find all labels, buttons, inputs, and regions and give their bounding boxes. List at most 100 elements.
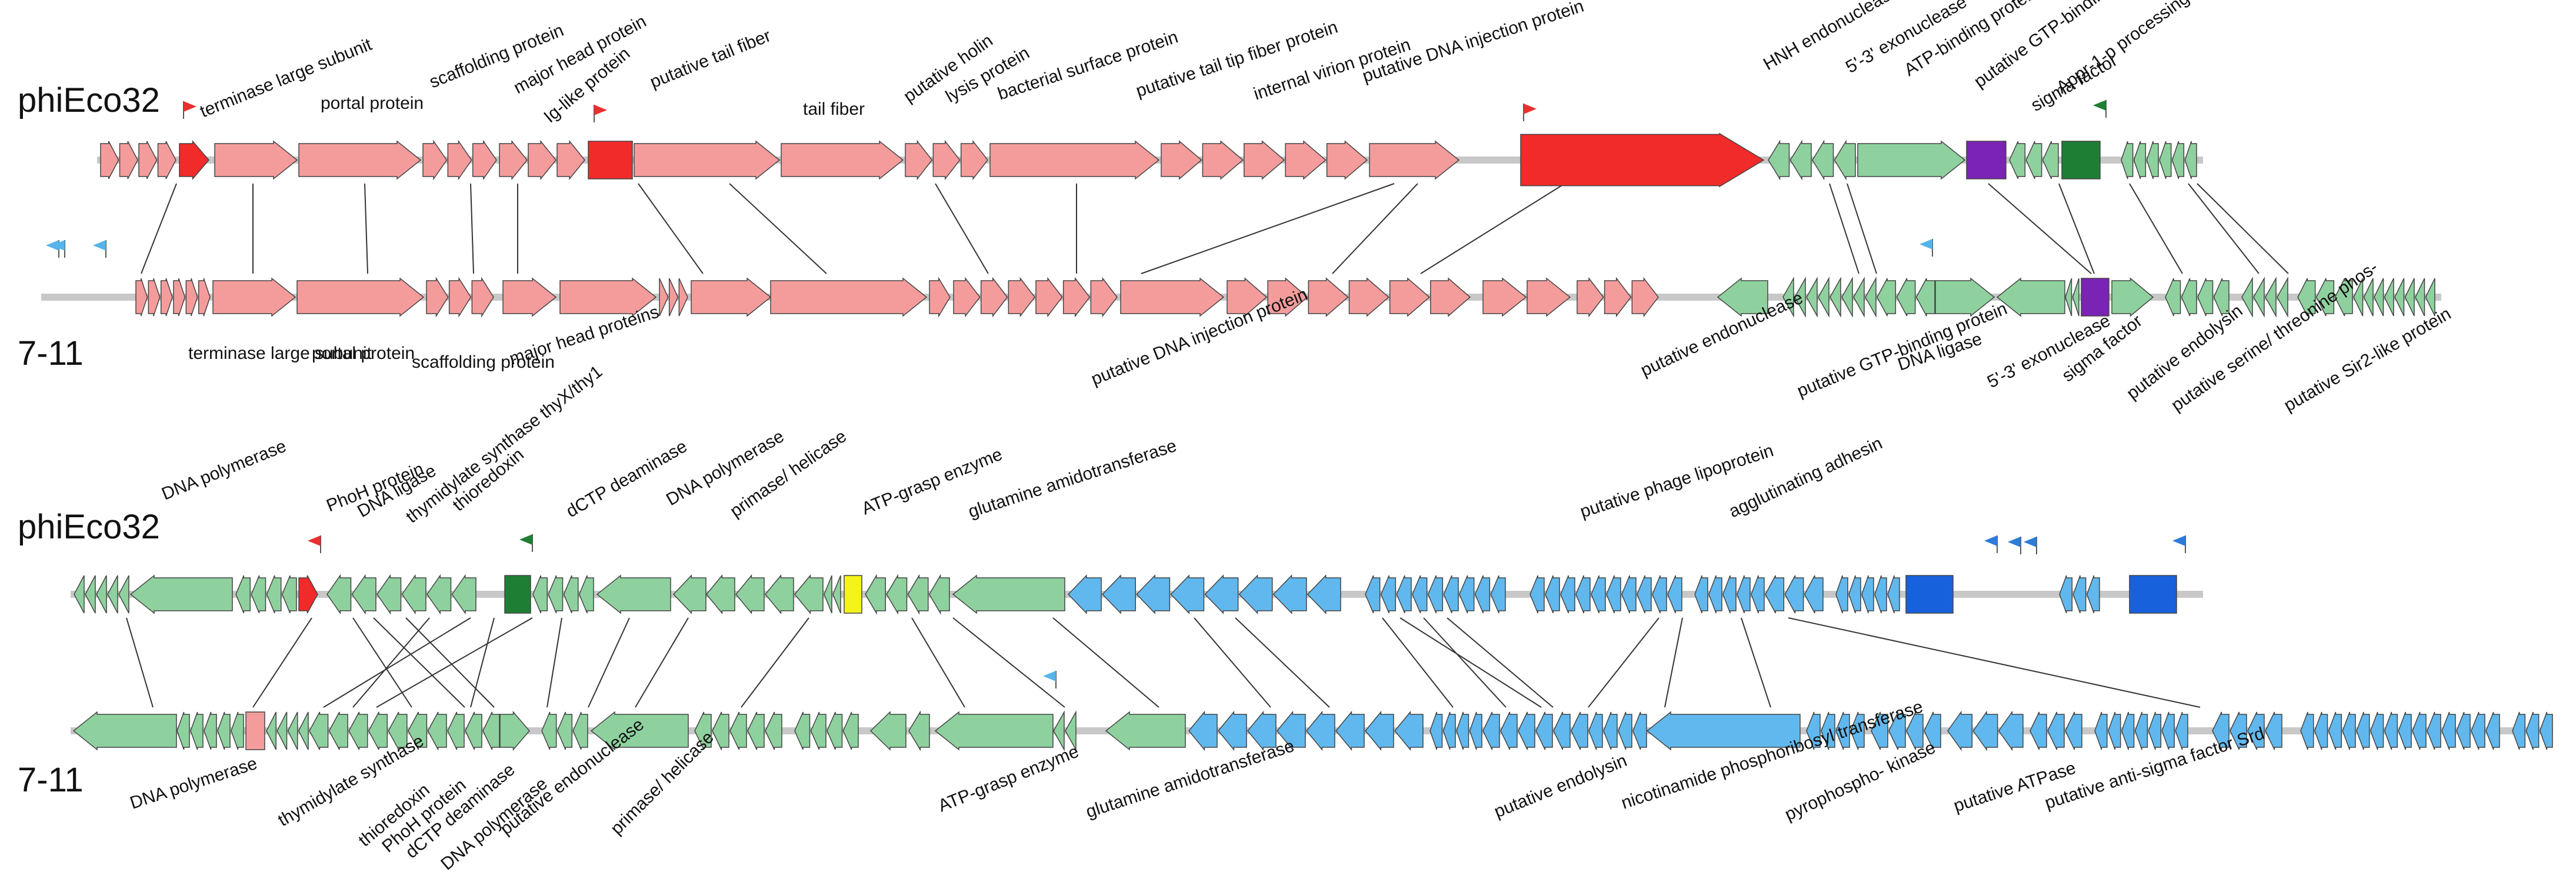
gene-arrow (2334, 278, 2353, 317)
gene-arrow (401, 574, 426, 615)
gene-arrow (2525, 711, 2540, 750)
gene-arrow (1277, 710, 1306, 751)
gene-arrow (1637, 575, 1652, 614)
gene-arrow (157, 141, 176, 179)
gene-function-label: DNA polymerase (128, 754, 259, 813)
gene-arrow (107, 575, 118, 614)
gene-arrow (1782, 277, 1794, 318)
gene-arrow (2265, 277, 2277, 318)
gene-function-label: putative endolysin (1491, 751, 1629, 822)
gene-arrow (1708, 575, 1722, 614)
gene-arrow (1966, 141, 2007, 179)
gene-arrow (368, 711, 388, 750)
gene-arrow (504, 575, 531, 614)
promoter-flag-icon (2008, 537, 2021, 547)
gene-arrow (1247, 710, 1277, 751)
gene-arrow (231, 711, 244, 750)
gene-arrow (1972, 710, 1998, 751)
gene-arrow (287, 711, 298, 750)
gene-arrow (1272, 574, 1307, 614)
gene-arrow (1621, 575, 1637, 614)
homology-link (1664, 617, 1683, 708)
gene-function-label: tail fiber (803, 99, 865, 119)
gene-arrow (1545, 575, 1560, 614)
gene-arrow (326, 574, 352, 615)
homology-link (470, 183, 474, 274)
homology-link (126, 617, 154, 708)
gene-arrow (596, 574, 671, 614)
gene-arrow (905, 139, 933, 181)
gene-arrow (2111, 277, 2154, 317)
gene-arrow (1244, 140, 1285, 180)
gene-arrow (980, 277, 1008, 318)
gene-arrow (532, 575, 548, 614)
gene-arrow (932, 139, 961, 181)
gene-arrow (1857, 140, 1966, 180)
gene-arrow (832, 575, 841, 614)
gene-arrow (1412, 575, 1428, 614)
gene-arrow (2159, 141, 2172, 179)
gene-arrow (1218, 710, 1247, 751)
gene-arrow (1821, 711, 1835, 750)
gene-function-label: putative tail fiber (647, 26, 774, 92)
gene-arrow (1804, 575, 1824, 614)
gene-arrow (2072, 278, 2080, 317)
gene-arrow (729, 711, 747, 750)
gene-arrow (844, 575, 862, 614)
gene-arrow (1996, 277, 2065, 317)
gene-arrow (1794, 277, 1806, 318)
homology-link (2058, 183, 2095, 274)
gene-arrow (148, 278, 161, 317)
gene-arrow (1577, 277, 1604, 318)
homology-link (405, 617, 495, 708)
gene-arrow (1053, 710, 1065, 751)
homology-link (1399, 617, 1542, 708)
gene-arrow (1604, 277, 1632, 318)
gene-function-label: putative endonuclease (1638, 288, 1806, 381)
gene-arrow (1490, 575, 1506, 614)
gene-arrow (266, 575, 282, 614)
gene-arrow (2394, 278, 2405, 317)
gene-arrow (907, 574, 929, 615)
gene-arrow (1806, 277, 1818, 318)
genome-name-top-7-11: 7-11 (18, 334, 84, 372)
gene-arrow (1518, 711, 1535, 750)
gene-arrow (1652, 575, 1667, 614)
promoter-flag-icon (2024, 537, 2037, 547)
promoter-flag-icon (1984, 535, 1997, 546)
gene-arrow (528, 139, 556, 181)
gene-arrow (2072, 575, 2087, 614)
gene-arrow (694, 711, 712, 750)
homology-link (741, 617, 809, 708)
promoter-flag-icon (1524, 104, 1537, 114)
homology-link (1447, 617, 1554, 708)
gene-arrow (427, 711, 447, 750)
gene-arrow (2404, 278, 2415, 317)
promoter-flag-icon (184, 101, 196, 112)
gene-arrow (1482, 711, 1500, 750)
gene-arrow (451, 574, 476, 615)
gene-arrow (1784, 575, 1804, 614)
gene-arrow (426, 574, 452, 615)
gene-arrow (1365, 575, 1381, 614)
gene-arrow (1500, 711, 1518, 750)
gene-arrow (556, 139, 585, 181)
gene-arrow (502, 277, 557, 317)
gene-arrow (1888, 711, 1906, 750)
gene-arrow (72, 711, 177, 751)
gene-arrow (810, 711, 827, 750)
gene-arrow (100, 141, 119, 179)
homology-link (2188, 183, 2260, 274)
gene-arrow (2384, 278, 2394, 317)
gene-arrow (2175, 711, 2188, 750)
gene-arrow (2247, 711, 2265, 750)
gene-arrow (2148, 711, 2162, 750)
gene-arrow (1861, 575, 1874, 614)
gene-arrow (989, 140, 1160, 180)
gene-arrow (2108, 711, 2121, 750)
gene-arrow (827, 711, 843, 750)
gene-arrow (1998, 710, 2024, 751)
gene-arrow (952, 574, 1065, 614)
gene-arrow (691, 277, 772, 317)
homology-link (2197, 183, 2289, 274)
